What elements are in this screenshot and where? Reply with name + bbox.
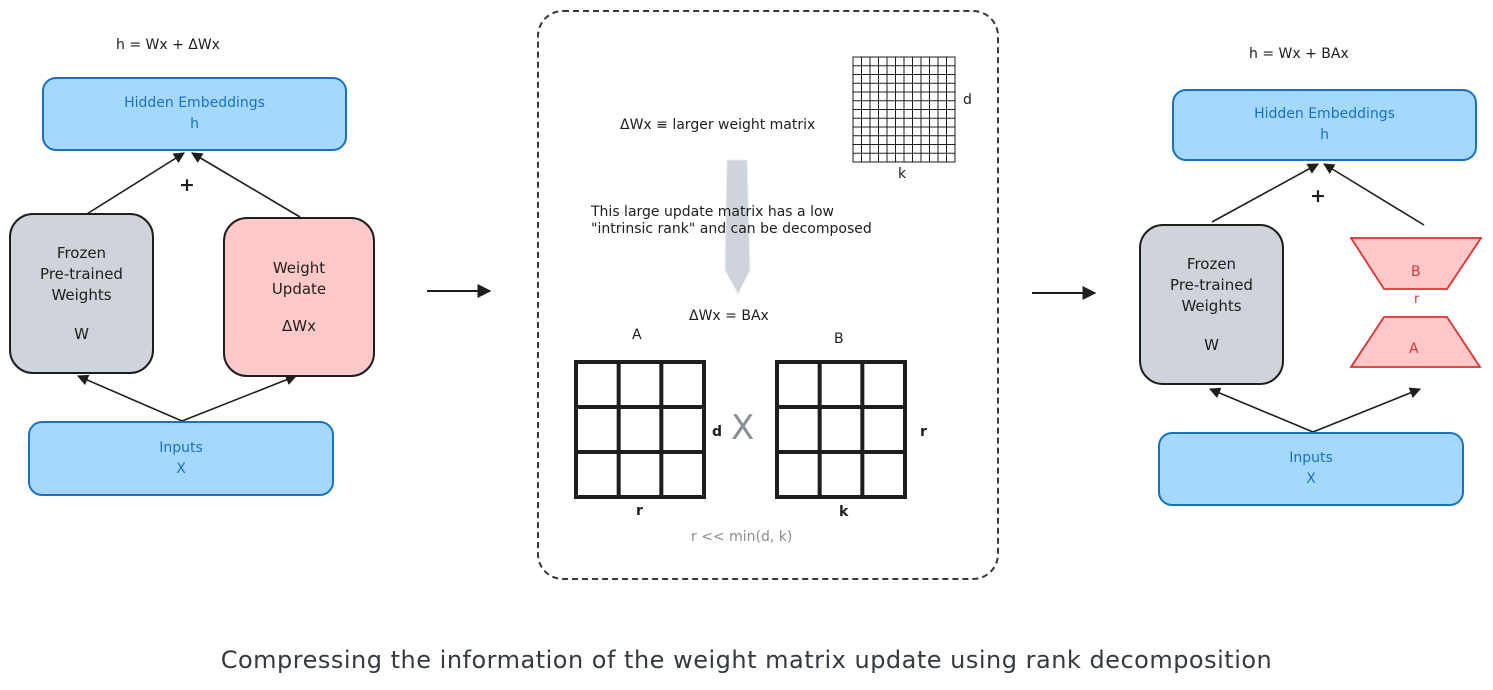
right-arrow-lora-to-hidden [1323,163,1425,226]
right-hidden-title: Hidden Embeddings [1254,106,1395,122]
right-frozen-var: W [1204,335,1219,354]
left-arrow-inputs-to-frozen [76,374,183,422]
right-frozen-line-3: Weights [1181,296,1242,315]
trapezoid-a-shape [1349,316,1482,368]
big-down-arrow [724,159,751,296]
matrix-a-label: A [632,327,642,343]
left-hidden-var: h [190,116,199,132]
left-hidden-embeddings-box: Hidden Embeddings h [42,77,347,151]
big-matrix-col-label: k [898,166,907,182]
matrix-b-border [775,360,907,499]
right-frozen-line-2: Pre-trained [1170,275,1253,294]
left-arrow-update-to-hidden [191,152,301,218]
left-inputs-box: Inputs X [28,421,334,496]
right-hidden-var: h [1320,127,1329,143]
matrix-b-label: B [834,331,844,347]
right-inputs-box: Inputs X [1158,432,1464,506]
left-weight-update-box: Weight Update ΔWx [223,217,375,377]
left-plus-sign: + [179,174,195,196]
multiply-sign: X [731,408,755,448]
matrix-b-cols-label: k [839,504,849,520]
left-frozen-line-1: Frozen [56,243,107,262]
left-update-line-2: Update [271,279,327,298]
right-arrow-inputs-to-frozen [1208,387,1314,433]
right-arrow-frozen-to-hidden [1211,163,1319,223]
right-inputs-var: X [1306,471,1316,487]
big-matrix-row-label: d [963,92,972,108]
right-inputs-title: Inputs [1289,450,1333,466]
left-hidden-title: Hidden Embeddings [124,95,265,111]
diagram-caption: Compressing the information of the weigh… [220,646,1273,674]
left-update-line-1: Weight [272,258,326,277]
left-frozen-line-2: Pre-trained [40,264,123,283]
right-frozen-line-1: Frozen [1186,254,1237,273]
left-frozen-weights-box: Frozen Pre-trained Weights W [9,213,154,374]
left-arrow-inputs-to-update [181,374,298,422]
left-frozen-var: W [74,324,89,343]
left-update-var: ΔWx [282,316,316,335]
matrix-b-rows-label: r [920,424,927,440]
equiv-text: ΔWx ≡ larger weight matrix [620,117,816,133]
left-arrow-frozen-to-hidden [81,152,185,218]
matrix-a-cols-label: r [636,503,643,519]
rank-r-label: r [1414,292,1420,307]
matrix-a-rows-label: d [712,424,723,440]
low-rank-note: This large update matrix has a low "intr… [591,204,872,237]
left-formula: h = Wx + ΔWx [116,37,220,53]
rank-constraint: r << min(d, k) [691,529,793,545]
left-frozen-line-3: Weights [51,285,112,304]
left-inputs-var: X [176,460,186,477]
right-hidden-embeddings-box: Hidden Embeddings h [1172,89,1477,161]
right-arrow-inputs-to-lora [1312,387,1422,433]
left-arrows [76,152,301,422]
matrix-b-grid [775,360,907,499]
right-frozen-weights-box: Frozen Pre-trained Weights W [1139,224,1284,385]
left-inputs-title: Inputs [159,439,203,456]
decomposition-formula: ΔWx = BAx [689,308,769,324]
big-weight-matrix-grid [852,56,956,163]
matrix-a-border [574,360,706,499]
right-plus-sign: + [1310,185,1326,207]
right-formula: h = Wx + BAx [1249,46,1349,62]
middle-dashed-frame [537,10,999,580]
trapezoid-b-label: B [1411,264,1421,280]
right-arrows [1208,163,1425,433]
matrix-a-grid [574,360,706,499]
trapezoid-b-shape [1349,237,1483,290]
trapezoid-a-label: A [1409,341,1419,357]
